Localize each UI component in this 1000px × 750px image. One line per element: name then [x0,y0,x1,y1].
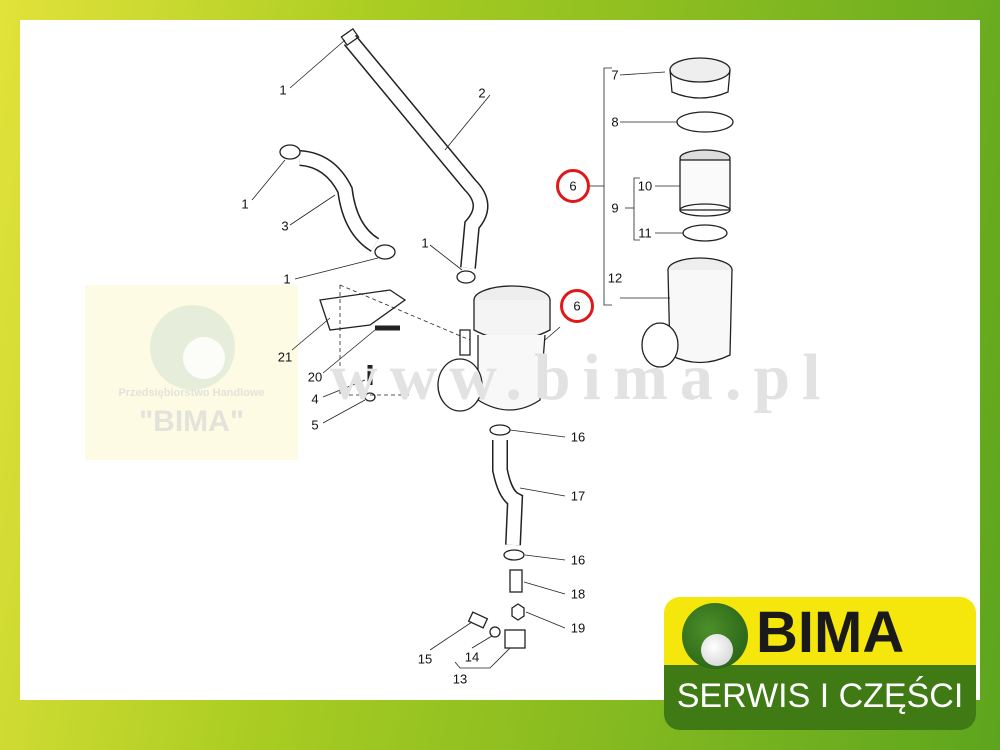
old-logo-line2: "BIMA" [138,405,245,438]
clamp-16b [503,549,525,561]
filter-10 [679,159,731,211]
callout-1: 1 [283,271,291,287]
badge-tagline: SERWIS I CZĘŚCI [676,677,964,715]
callout-6[interactable]: 6 [569,178,577,194]
callout-1: 1 [241,196,249,212]
washer-5 [364,392,376,402]
highlight-circle [560,289,594,323]
callout-3: 3 [281,218,289,234]
oring-14 [489,626,501,638]
highlight-circle [556,169,590,203]
callout-14: 14 [464,649,480,665]
callout-10: 10 [637,178,653,194]
badge-brand: BIMA [756,600,905,665]
oring-11 [682,224,728,242]
bracket-21 [319,289,407,331]
callout-13: 13 [452,671,468,687]
callout-15: 15 [417,651,433,667]
logo-ball-highlight [183,337,225,379]
callout-20: 20 [307,369,323,385]
nut-19 [511,603,525,621]
watermark: www.bima.pl [330,341,833,414]
fitting-18 [509,569,523,593]
callout-9: 9 [611,200,619,216]
callout-21: 21 [277,349,293,365]
badge-bottom [664,665,976,730]
seal-8 [676,111,734,133]
callout-12: 12 [607,270,623,286]
old-logo-line1: Przedsiębiorstwo Handlowe [118,387,265,399]
cover-7 [669,57,731,83]
callout-17: 17 [570,488,586,504]
callout-8: 8 [611,114,619,130]
callout-5: 5 [311,417,319,433]
clamp-1c [456,270,476,284]
callout-1: 1 [279,82,287,98]
callout-19: 19 [570,620,586,636]
clamp-1b [374,244,396,260]
badge-ball-highlight [701,634,733,666]
parts-diagram [251,27,734,669]
callout-2: 2 [478,85,486,101]
bima-badge-logo: BIMA SERWIS I CZĘŚCI [664,597,976,732]
clamp-16 [489,424,511,436]
callout-16: 16 [570,429,586,445]
old-company-logo: Przedsiębiorstwo Handlowe "BIMA" [85,285,298,460]
callout-4: 4 [311,391,319,407]
elbow-13 [504,629,526,649]
callout-7: 7 [611,67,619,83]
clamp-1 [279,144,301,160]
callout-16: 16 [570,552,586,568]
fitting-15 [467,611,489,629]
callout-11: 11 [638,225,652,241]
diagram-panel: Przedsiębiorstwo Handlowe "BIMA" [20,20,980,700]
housing-6 [477,334,546,411]
callout-6[interactable]: 6 [573,298,581,314]
callout-1: 1 [421,235,429,251]
callout-18: 18 [570,586,586,602]
